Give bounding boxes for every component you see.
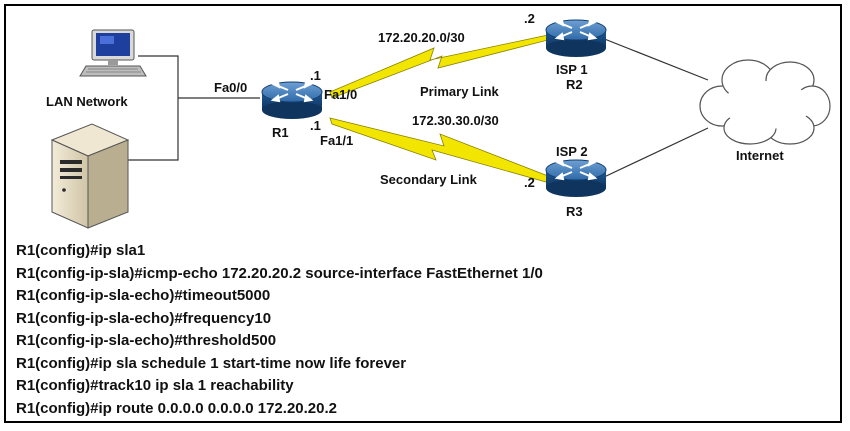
secondary-link-label: Secondary Link <box>380 172 478 187</box>
wire-pc-switch <box>138 55 179 98</box>
ethernet-wires <box>120 37 709 179</box>
router-icon-r1 <box>261 81 323 120</box>
r1-name-label: R1 <box>272 125 289 140</box>
r1-primary-host-label: .1 <box>310 68 321 83</box>
router-icon-r3 <box>545 159 607 198</box>
cloud-icon <box>699 59 831 145</box>
r2-isp-label: ISP 1 <box>556 62 588 77</box>
server-icon <box>50 123 130 229</box>
primary-link-label: Primary Link <box>420 84 500 99</box>
wire-r3-internet <box>601 127 709 179</box>
cli-line: R1(config)#ip sla1 <box>16 242 146 259</box>
cli-config-listing: R1(config)#ip sla1 R1(config-ip-sla)#icm… <box>16 240 543 420</box>
r1-secondary-interface-label: Fa1/1 <box>320 133 353 148</box>
serial-link-icon <box>329 34 549 183</box>
lan-network-label: LAN Network <box>46 94 128 109</box>
r3-name-label: R3 <box>566 204 583 219</box>
r3-host-label: .2 <box>524 175 535 190</box>
cli-line: R1(config)#ip route 0.0.0.0 0.0.0.0 172.… <box>16 399 337 417</box>
router-icon-r2 <box>545 19 607 58</box>
wire-server-switch <box>120 98 179 161</box>
cli-line: R1(config-ip-sla-echo)#threshold500 <box>16 332 277 349</box>
cli-line: R1(config-ip-sla-echo)#timeout5000 <box>16 287 271 304</box>
cli-line: R1(config)#track10 ip sla 1 reachability <box>16 377 294 394</box>
cli-line: R1(config)#ip sla schedule 1 start-time … <box>16 354 407 372</box>
r2-name-label: R2 <box>566 77 583 92</box>
r1-secondary-host-label: .1 <box>310 118 321 133</box>
primary-link-network-label: 172.20.20.0/30 <box>378 30 465 45</box>
pc-icon <box>79 29 147 77</box>
cli-line: R1(config-ip-sla)#icmp-echo 172.20.20.2 … <box>16 264 543 282</box>
r3-isp-label: ISP 2 <box>556 144 588 159</box>
internet-label: Internet <box>736 148 784 163</box>
secondary-link-network-label: 172.30.30.0/30 <box>412 113 499 128</box>
cli-line: R1(config-ip-sla-echo)#frequency10 <box>16 309 272 327</box>
r1-lan-interface-label: Fa0/0 <box>214 80 247 95</box>
r1-primary-interface-label: Fa1/0 <box>324 87 357 102</box>
wire-r2-internet <box>601 37 709 81</box>
r2-host-label: .2 <box>524 11 535 26</box>
